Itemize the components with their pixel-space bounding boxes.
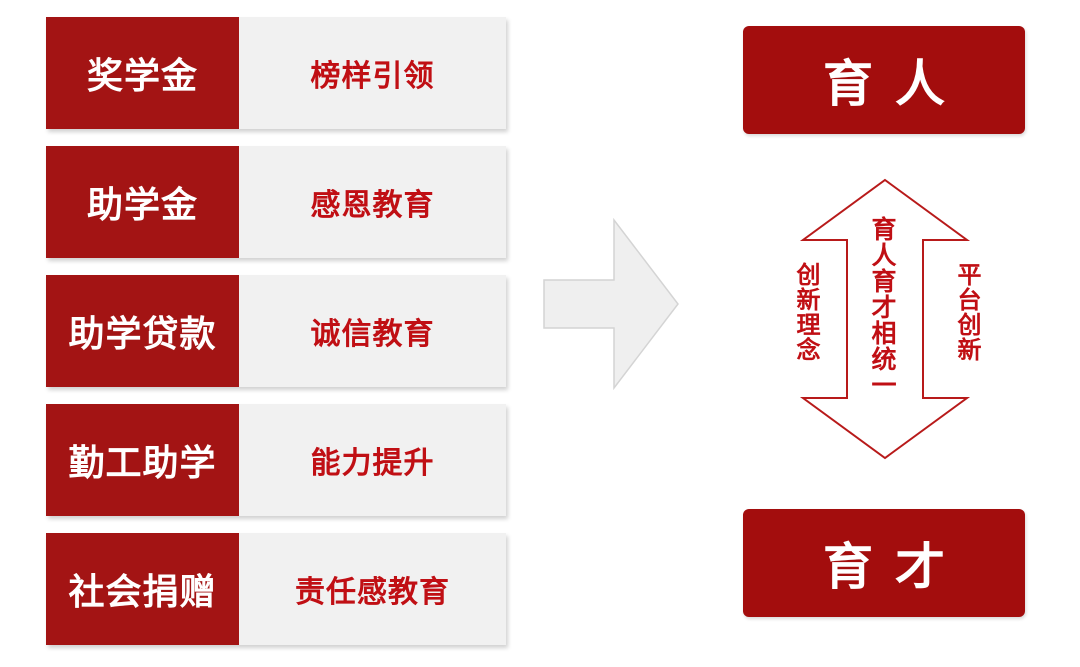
goal-box-top: 育人 <box>743 26 1025 134</box>
program-effect: 能力提升 <box>239 404 506 516</box>
program-row-work-study: 勤工助学 能力提升 <box>46 404 506 516</box>
program-row-donation: 社会捐赠 责任感教育 <box>46 533 506 645</box>
arrow-center-text: 育人育才相统一 <box>868 216 897 398</box>
right-arrow-icon <box>543 218 679 390</box>
arrow-right-text: 平台创新 <box>953 262 981 362</box>
program-name: 助学金 <box>46 146 239 258</box>
goal-label-top: 育人 <box>823 54 967 113</box>
program-effect: 责任感教育 <box>239 533 506 645</box>
program-effect: 榜样引领 <box>239 17 506 129</box>
program-name: 社会捐赠 <box>46 533 239 645</box>
goal-label-bottom: 育才 <box>823 537 967 596</box>
program-effect: 感恩教育 <box>239 146 506 258</box>
double-arrow-icon <box>799 178 971 460</box>
program-name: 勤工助学 <box>46 404 239 516</box>
arrow-left-text: 创新理念 <box>792 262 820 362</box>
program-name: 奖学金 <box>46 17 239 129</box>
program-row-scholarship: 奖学金 榜样引领 <box>46 17 506 129</box>
program-effect: 诚信教育 <box>239 275 506 387</box>
program-name: 助学贷款 <box>46 275 239 387</box>
goal-box-bottom: 育才 <box>743 509 1025 617</box>
program-row-student-loan: 助学贷款 诚信教育 <box>46 275 506 387</box>
program-row-grant: 助学金 感恩教育 <box>46 146 506 258</box>
